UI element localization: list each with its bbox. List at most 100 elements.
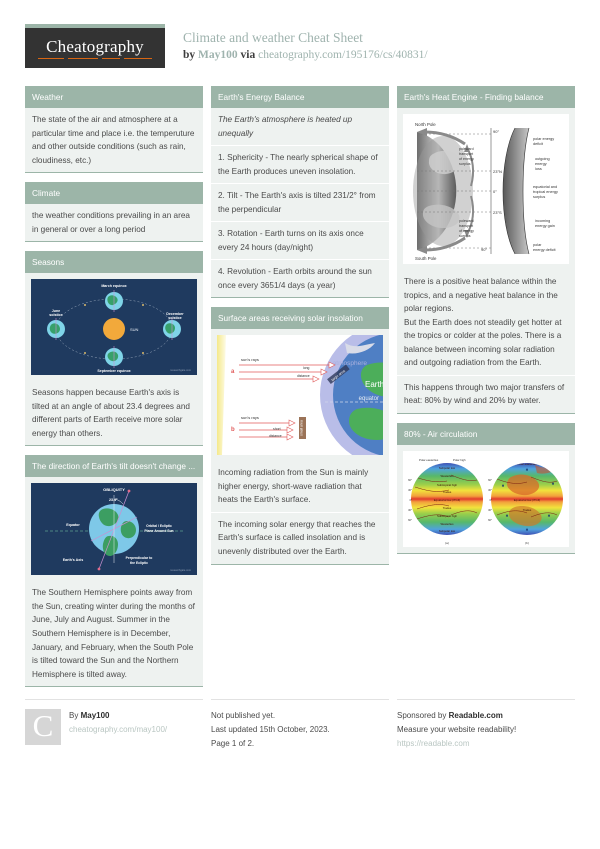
svg-text:H: H <box>552 482 555 486</box>
block-title: Earth's Energy Balance <box>211 86 389 109</box>
svg-text:H: H <box>548 514 551 518</box>
svg-text:sun's rays: sun's rays <box>241 415 259 420</box>
air-circulation-diagram: Subpolar low Westerlies Subtropical high… <box>403 450 569 547</box>
page-title: Climate and weather Cheat Sheet <box>183 30 363 45</box>
cheatography-logo[interactable]: Cheatography <box>25 24 165 68</box>
earth-obliquity-diagram: OBLIQUITY 23.4° Equator Orbital / Eclipt… <box>31 483 197 576</box>
block-body: Subpolar low Westerlies Subtropical high… <box>397 444 575 554</box>
publish-status: Not published yet. <box>211 711 276 721</box>
block-row: 3. Rotation - Earth turns on its axis on… <box>211 222 389 261</box>
svg-text:Subtropical high: Subtropical high <box>437 514 458 518</box>
svg-text:distance: distance <box>297 374 310 378</box>
svg-text:b: b <box>231 427 235 433</box>
block-air-circulation: 80% - Air circulation <box>397 422 575 554</box>
svg-text:long: long <box>303 366 310 370</box>
block-row: 2. Tilt - The Earth's axis is tilted 231… <box>211 184 389 223</box>
sponsor-label: Sponsored by <box>397 711 447 721</box>
block-energy-balance: Earth's Energy Balance The Earth's atmos… <box>211 86 389 299</box>
block-row: The Southern Hemisphere points away from… <box>32 588 195 679</box>
svg-text:Earth's Axis: Earth's Axis <box>63 558 84 562</box>
svg-text:Subpolar low: Subpolar low <box>439 466 456 470</box>
block-row: The Earth's atmosphere is heated up uneq… <box>211 108 389 147</box>
sheet-url[interactable]: cheatography.com/195176/cs/40831/ <box>258 49 428 62</box>
block-row: The incoming solar energy that reaches t… <box>218 519 376 556</box>
svg-text:Westerlies: Westerlies <box>440 522 454 526</box>
author-name[interactable]: May100 <box>198 49 238 62</box>
last-updated: Last updated 15th October, 2023. <box>211 725 330 735</box>
block-title: Climate <box>25 182 203 205</box>
sponsor-line: Sponsored by Readable.com <box>397 709 516 723</box>
block-row: Seasons happen because Earth's axis is t… <box>32 388 190 438</box>
svg-text:energy gain: energy gain <box>535 224 555 228</box>
block-body: SUN March equinox December solstice <box>25 273 203 447</box>
svg-text:Trades: Trades <box>443 506 452 510</box>
svg-text:March equinox: March equinox <box>101 284 126 288</box>
svg-text:Trades: Trades <box>443 490 452 494</box>
svg-text:poleward: poleward <box>459 219 474 223</box>
svg-text:June: June <box>52 309 60 313</box>
page-byline: by May100 via cheatography.com/195176/cs… <box>183 47 428 64</box>
svg-text:23°N: 23°N <box>493 169 502 174</box>
svg-text:Subpolar low: Subpolar low <box>439 529 456 533</box>
svg-text:Polar easterlies: Polar easterlies <box>517 462 537 466</box>
column-3: Earth's Heat Engine - Finding balance <box>397 86 575 554</box>
svg-text:0°: 0° <box>493 189 497 194</box>
content-columns: Weather The state of the air and atmosph… <box>25 86 578 688</box>
column-1: Weather The state of the air and atmosph… <box>25 86 203 688</box>
svg-text:H: H <box>526 468 529 472</box>
block-body: the weather conditions prevailing in an … <box>25 204 203 243</box>
svg-text:sun's rays: sun's rays <box>241 357 259 362</box>
svg-text:(a): (a) <box>445 541 449 545</box>
block-body: The Earth's atmosphere is heated up uneq… <box>211 108 389 299</box>
svg-text:90°: 90° <box>493 129 499 134</box>
svg-text:23°S: 23°S <box>493 210 502 215</box>
page-footer: C By May100 cheatography.com/may100/ Not… <box>25 699 578 751</box>
svg-text:60°: 60° <box>488 478 492 482</box>
svg-text:Equatorial low (ITCZ): Equatorial low (ITCZ) <box>434 498 460 502</box>
svg-text:of energy: of energy <box>459 229 474 233</box>
svg-text:90°: 90° <box>481 247 487 252</box>
block-body: equator atmosphere Earth <box>211 329 389 565</box>
svg-text:small area: small area <box>300 420 304 436</box>
block-row: Incoming radiation from the Sun is mainl… <box>211 461 389 513</box>
block-title: Surface areas receiving solar insolation <box>211 307 389 330</box>
svg-text:solstice: solstice <box>49 313 62 317</box>
svg-text:60°: 60° <box>408 518 412 522</box>
author-url[interactable]: cheatography.com/may100/ <box>69 725 168 735</box>
svg-text:incoming: incoming <box>535 219 550 223</box>
svg-text:polar: polar <box>533 243 542 247</box>
svg-text:H: H <box>502 484 505 488</box>
svg-text:30°: 30° <box>488 508 492 512</box>
svg-text:poleward: poleward <box>459 147 474 151</box>
svg-text:tropical energy: tropical energy <box>533 190 558 194</box>
svg-text:polar energy: polar energy <box>533 137 554 141</box>
avatar: C <box>25 709 61 746</box>
svg-text:23.4°: 23.4° <box>109 498 118 502</box>
svg-text:Polar easterlies: Polar easterlies <box>419 458 439 462</box>
svg-text:solstice: solstice <box>168 316 181 320</box>
svg-text:equatorial and: equatorial and <box>533 185 557 189</box>
block-row: The state of the air and atmosphere at a… <box>32 115 195 165</box>
by-label: By <box>69 711 79 721</box>
svg-text:surplus: surplus <box>533 195 545 199</box>
svg-text:loss: loss <box>535 167 542 171</box>
block-earth-tilt: The direction of Earth's tilt doesn't ch… <box>25 455 203 688</box>
svg-text:distance: distance <box>269 434 282 438</box>
svg-text:Polar high: Polar high <box>453 458 466 462</box>
svg-text:energy deficit: energy deficit <box>533 248 557 252</box>
svg-text:Equatorial low (ITCZ): Equatorial low (ITCZ) <box>514 498 540 502</box>
svg-text:Perpendicular to: Perpendicular to <box>126 556 153 560</box>
svg-text:deficit: deficit <box>533 142 544 146</box>
block-title: 80% - Air circulation <box>397 422 575 445</box>
svg-text:30°: 30° <box>488 488 492 492</box>
svg-text:60°: 60° <box>408 478 412 482</box>
block-heat-engine: Earth's Heat Engine - Finding balance <box>397 86 575 414</box>
sponsor-url[interactable]: https://readable.com <box>397 739 470 749</box>
footer-author-line: By May100 <box>69 709 167 723</box>
solar-insolation-diagram: equator atmosphere Earth <box>217 335 383 456</box>
svg-text:(b): (b) <box>525 541 529 545</box>
svg-text:H: H <box>506 514 509 518</box>
svg-text:surplus: surplus <box>459 162 471 166</box>
svg-text:Westerlies: Westerlies <box>440 474 454 478</box>
sponsor-name[interactable]: Readable.com <box>448 711 503 721</box>
